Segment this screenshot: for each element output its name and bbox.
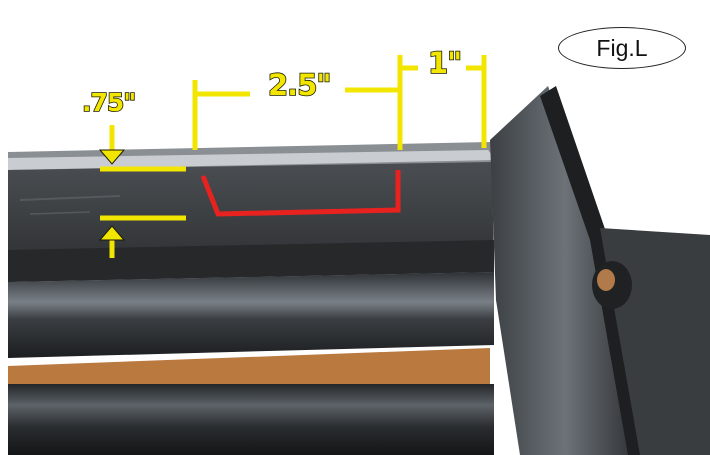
bushing-pin [597,269,615,291]
lower-roller [8,384,494,455]
hopper-scratch [29,211,91,215]
arrow-down-icon [98,149,126,165]
rim-highlight [8,150,496,170]
hopper-floor [8,240,494,282]
depth-dimension-label: .75" [81,87,137,118]
width-dimension-label: 2.5" [267,67,332,103]
copper-strip [8,348,490,392]
side-wall-edge [540,86,646,455]
hopper-scratch [19,195,121,201]
arrow-up-icon [98,225,126,241]
side-wall [490,86,640,455]
offset-dimension-label: 1" [427,45,463,81]
upper-roller [8,272,494,358]
cut-outline [200,170,401,217]
measurement-guides [100,55,487,258]
figure-label: Fig.L [558,27,686,69]
